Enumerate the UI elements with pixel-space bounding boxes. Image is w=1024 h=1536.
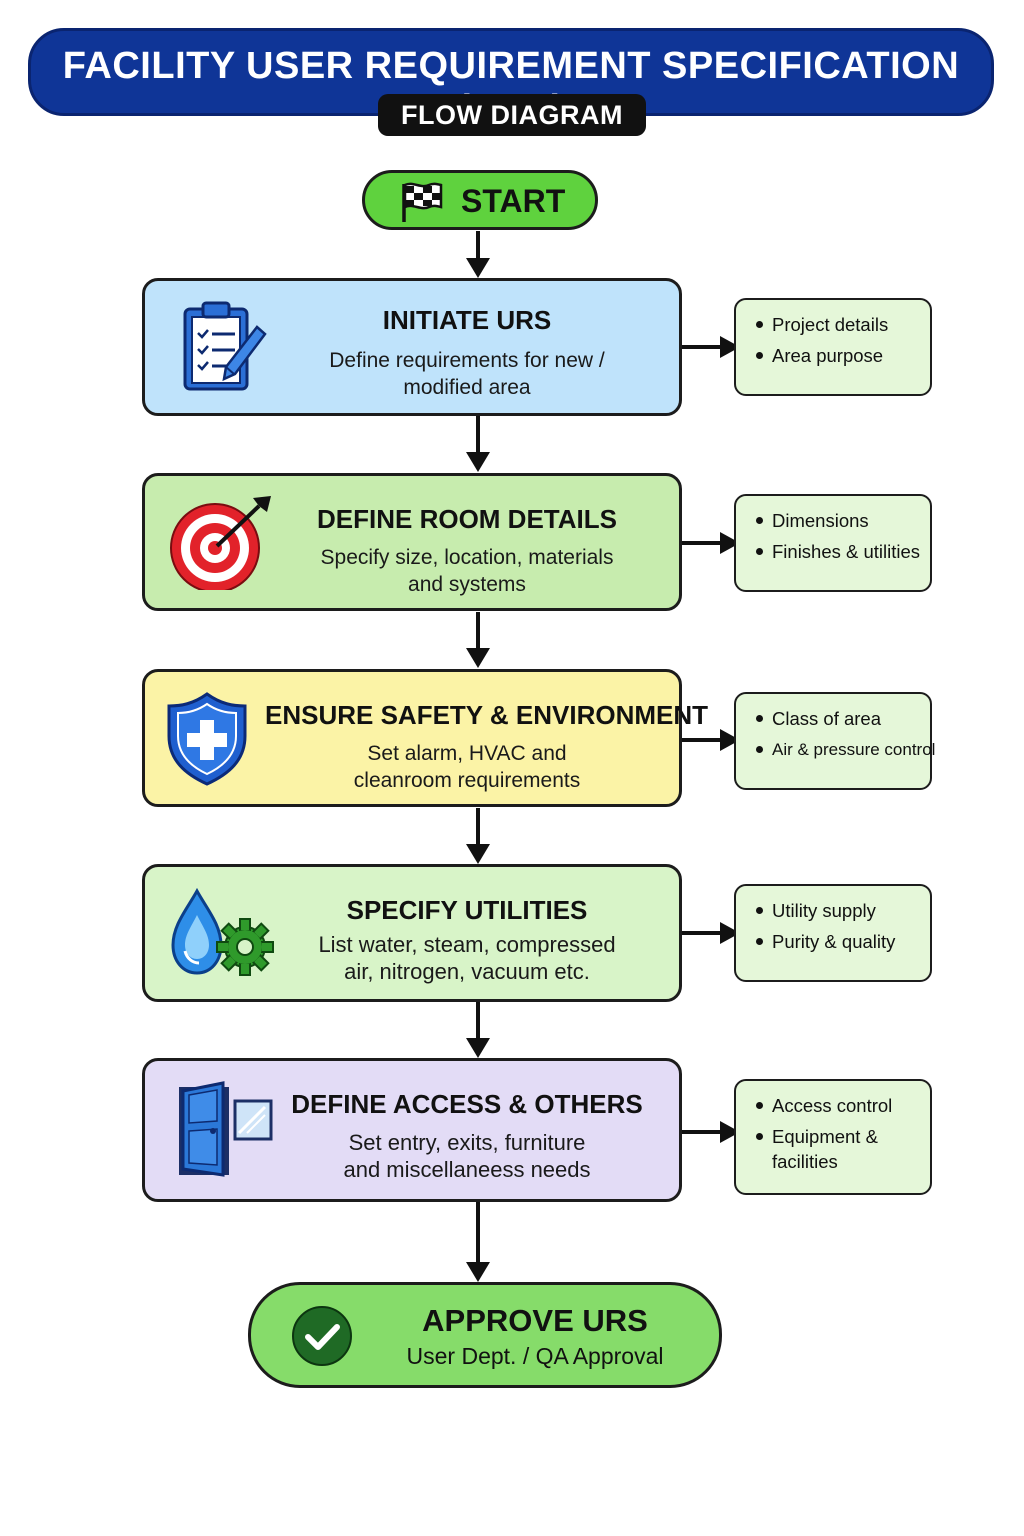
approve-node: APPROVE URS User Dept. / QA Approval (248, 1282, 722, 1388)
note-item: Project details (754, 312, 924, 337)
step-description-line: Set alarm, HVAC and (367, 742, 567, 765)
note-item: Air & pressure control (754, 737, 935, 762)
step-description-line: Specify size, location, materials (320, 546, 614, 569)
step-description: Set entry, exits, furniture and miscella… (265, 1129, 669, 1183)
step-title: DEFINE ROOM DETAILS (317, 504, 617, 534)
note-item: Utility supply (754, 898, 924, 923)
step-description-line: and miscellaneess needs (343, 1157, 591, 1182)
step-description: Set alarm, HVAC and cleanroom requiremen… (265, 740, 669, 794)
step-ensure-safety-environment: ENSURE SAFETY & ENVIRONMENT Set alarm, H… (142, 669, 709, 807)
shield-cross-icon (167, 692, 247, 786)
door-window-icon (179, 1081, 273, 1177)
step-description-line: List water, steam, compressed (318, 932, 616, 957)
side-arrows (682, 345, 724, 1134)
clipboard-pencil-icon (183, 301, 267, 391)
water-gear-icon (171, 887, 274, 976)
step-description: List water, steam, compressed air, nitro… (265, 931, 669, 985)
note-box-3: Class of area Air & pressure control (734, 692, 935, 790)
diagram-subtitle: FLOW DIAGRAM (378, 94, 646, 136)
checkmark-circle-icon (292, 1306, 352, 1366)
note-item: Access control (754, 1093, 924, 1118)
approve-subtitle: User Dept. / QA Approval (406, 1343, 664, 1369)
step-title: DEFINE ACCESS & OTHERS (291, 1089, 643, 1119)
step-define-access-others: DEFINE ACCESS & OTHERS Set entry, exits,… (142, 1058, 682, 1202)
start-label: START (461, 183, 566, 219)
step-specify-utilities: SPECIFY UTILITIES List water, steam, com… (142, 864, 682, 1002)
note-item: Purity & quality (754, 929, 924, 954)
approve-title: APPROVE URS (422, 1303, 648, 1338)
step-description-line: and systems (408, 573, 526, 596)
step-title: INITIATE URS (382, 305, 552, 335)
step-initiate-urs: INITIATE URS Define requirements for new… (142, 278, 682, 416)
note-box-2: Dimensions Finishes & utilities (734, 494, 932, 592)
note-item: Finishes & utilities (754, 539, 924, 564)
step-description-line: modified area (403, 376, 531, 399)
note-item: Area purpose (754, 343, 924, 368)
step-title: ENSURE SAFETY & ENVIRONMENT (265, 700, 709, 730)
note-box-4: Utility supply Purity & quality (734, 884, 932, 982)
step-define-room-details: DEFINE ROOM DETAILS Specify size, locati… (142, 473, 682, 611)
step-description-line: Define requirements for new / (329, 349, 605, 372)
note-item: Dimensions (754, 508, 924, 533)
step-description-line: Set entry, exits, furniture (348, 1130, 586, 1155)
checkered-flag-icon (402, 182, 443, 222)
note-box-1: Project details Area purpose (734, 298, 932, 396)
target-icon (170, 496, 271, 590)
step-description-line: air, nitrogen, vacuum etc. (344, 959, 590, 984)
step-title: SPECIFY UTILITIES (346, 895, 588, 925)
note-item: Equipment & facilities (754, 1124, 902, 1174)
start-node: START (362, 170, 598, 230)
step-description: Specify size, location, materials and sy… (265, 544, 669, 598)
step-description: Define requirements for new / modified a… (265, 347, 669, 401)
note-item: Class of area (754, 706, 924, 731)
note-box-5: Access control Equipment & facilities (734, 1079, 932, 1195)
step-description-line: cleanroom requirements (353, 769, 581, 792)
